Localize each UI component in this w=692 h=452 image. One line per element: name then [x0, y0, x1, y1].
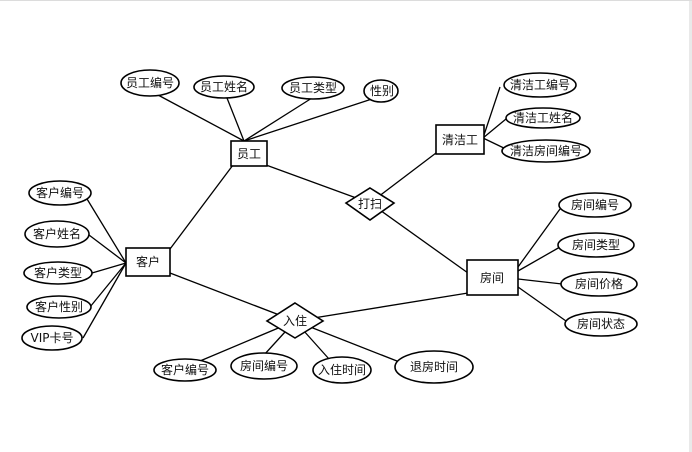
attr-customer-id-label: 客户编号	[36, 185, 84, 200]
relationship-checkin[interactable]: 入住	[265, 302, 325, 339]
attr-customer-gender-label: 客户性别	[35, 299, 83, 314]
connectors	[82, 86, 567, 364]
edge-customer-checkin	[169, 272, 296, 322]
relationship-clean[interactable]: 打扫	[344, 187, 396, 221]
attr-customer-type-label: 客户类型	[34, 265, 82, 280]
attr-cleaning-room-id[interactable]: 清洁房间编号	[501, 139, 591, 163]
attr-gender[interactable]: 性别	[363, 79, 399, 103]
edge-customer-gender	[89, 262, 127, 308]
attr-vip-card[interactable]: VIP卡号	[21, 325, 83, 351]
edge-employee-id	[157, 94, 245, 142]
attr-employee-id-label: 员工编号	[126, 75, 174, 90]
edge-employee-type	[243, 97, 313, 142]
attr-checkout-time-label: 退房时间	[410, 359, 458, 374]
edge-employee-clean	[265, 164, 371, 204]
edge-room-type	[517, 246, 561, 272]
attr-employee-name[interactable]: 员工姓名	[193, 75, 255, 99]
edge-room-id	[517, 208, 561, 268]
attr-checkin-room-id-label: 房间编号	[240, 358, 288, 373]
edge-clean-room	[369, 202, 469, 274]
attr-checkin-time-label: 入住时间	[318, 363, 366, 377]
attr-room-status-label: 房间状态	[577, 316, 625, 331]
attr-vip-card-label: VIP卡号	[31, 331, 74, 345]
attr-cleaner-name[interactable]: 清洁工姓名	[505, 107, 581, 129]
attr-room-price-label: 房间价格	[575, 276, 623, 291]
entity-customer-label: 客户	[136, 254, 160, 269]
attr-customer-type[interactable]: 客户类型	[23, 261, 93, 285]
attr-room-id-label: 房间编号	[571, 197, 619, 212]
attr-employee-name-label: 员工姓名	[200, 79, 248, 94]
attr-customer-name-label: 客户姓名	[33, 226, 81, 241]
attr-employee-type-label: 员工类型	[289, 81, 337, 95]
attr-customer-gender[interactable]: 客户性别	[26, 295, 92, 319]
attr-checkout-time[interactable]: 退房时间	[394, 350, 474, 384]
attr-room-status[interactable]: 房间状态	[564, 311, 638, 337]
attr-room-type-label: 房间类型	[572, 237, 620, 252]
edge-employee-name	[226, 97, 245, 142]
entity-cleaner[interactable]: 清洁工	[435, 124, 485, 155]
attr-room-type[interactable]: 房间类型	[557, 232, 635, 258]
entity-room-label: 房间	[480, 270, 504, 285]
attr-gender-label: 性别	[370, 84, 394, 98]
relationship-checkin-label: 入住	[283, 314, 307, 328]
attr-checkin-room-id[interactable]: 房间编号	[230, 352, 298, 380]
attr-employee-type[interactable]: 员工类型	[281, 76, 345, 100]
edge-cleaner-name	[482, 118, 507, 139]
attr-cleaning-room-id-label: 清洁房间编号	[510, 143, 582, 158]
edge-room-status	[517, 286, 567, 322]
edge-employee-customer	[169, 164, 234, 250]
attr-room-id[interactable]: 房间编号	[558, 192, 632, 218]
edge-room-price	[517, 278, 563, 285]
attr-customer-id[interactable]: 客户编号	[28, 180, 92, 206]
attr-checkin-time[interactable]: 入住时间	[312, 356, 372, 384]
entity-cleaner-label: 清洁工	[442, 133, 478, 147]
attr-room-price[interactable]: 房间价格	[560, 271, 638, 297]
attr-cleaner-id-label: 清洁工编号	[510, 77, 570, 92]
attr-checkin-customer-id-label: 客户编号	[161, 362, 209, 377]
attr-cleaner-name-label: 清洁工姓名	[513, 110, 573, 125]
edge-vip-card	[82, 262, 127, 339]
edge-cleaner-id	[482, 86, 501, 139]
attr-cleaner-id[interactable]: 清洁工编号	[503, 72, 577, 98]
relationship-clean-label: 打扫	[358, 197, 382, 211]
attr-employee-id[interactable]: 员工编号	[120, 69, 180, 97]
scrollbar-track[interactable]	[689, 1, 692, 452]
attr-customer-name[interactable]: 客户姓名	[24, 220, 90, 248]
attr-checkin-customer-id[interactable]: 客户编号	[153, 358, 217, 382]
edge-gender	[243, 96, 379, 142]
edge-customer-type	[91, 262, 127, 274]
edge-customer-name	[88, 234, 127, 264]
entity-room[interactable]: 房间	[466, 259, 519, 296]
entity-employee-label: 员工	[237, 147, 261, 161]
edge-checkin-room	[294, 292, 469, 322]
entity-employee[interactable]: 员工	[230, 140, 268, 167]
edge-customer-id	[83, 193, 127, 264]
entity-customer[interactable]: 客户	[125, 247, 171, 277]
